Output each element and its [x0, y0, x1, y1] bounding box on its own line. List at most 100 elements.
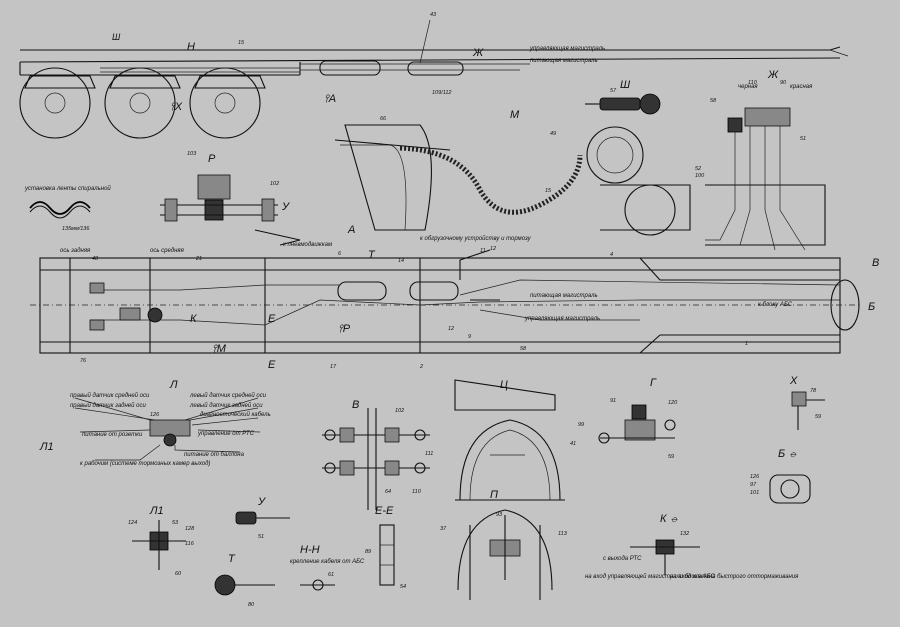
callout-99: 99 — [578, 422, 584, 428]
callout-51: 51 — [258, 534, 264, 540]
view-k: К ⦵ 132 с выхода РТС на вход управляющей… — [585, 513, 799, 580]
callout-12: 12 — [448, 326, 454, 332]
callout-124: 124 — [128, 520, 137, 526]
section-label-ee: Е-Е — [375, 505, 394, 517]
plan-view-frame: В Б А Т К Е Е ⫯Р ⫯М питающая магистраль … — [30, 224, 879, 371]
callout-113: 113 — [558, 531, 568, 537]
note-right-sensor-rear: правый датчик задней оси — [70, 402, 146, 409]
note-supply-line: питающая магистраль — [530, 293, 598, 299]
callout-14: 14 — [398, 258, 404, 264]
view-m: М 66 15 49 — [334, 109, 691, 236]
view-kh: Х 78 59 — [789, 375, 825, 430]
section-label-kh: Х — [789, 375, 798, 387]
callout-59-kh: 59 — [815, 414, 821, 420]
note-top-supply-line: питающая магистраль — [530, 58, 598, 64]
view-nn: Н-Н крепление кабеля от АБС 61 — [290, 544, 365, 591]
section-label-b: Б — [868, 301, 875, 313]
section-label-a: А — [347, 224, 355, 236]
callout-48: 48 — [92, 256, 99, 262]
callout-6: 6 — [338, 251, 342, 257]
callout-78: 78 — [810, 388, 817, 394]
section-label-nn: Н-Н — [300, 544, 320, 556]
callout-128: 128 — [185, 526, 195, 532]
view-sh: Ш 57 — [585, 79, 661, 115]
callout-2: 2 — [419, 364, 423, 370]
callout-100: 100 — [695, 173, 705, 179]
section-label-e2: Е — [268, 359, 276, 371]
note-left-sensor-middle: левый датчик средней оси — [189, 392, 267, 399]
note-spiral-size: 135мм/136 — [62, 226, 90, 232]
callout-49: 49 — [550, 131, 556, 137]
view-g: Г 91 120 59 — [598, 377, 678, 460]
note-power-tank: питание от баллона — [184, 452, 245, 458]
spiral-tape: установка ленты спиральной 135мм/136 — [24, 185, 111, 232]
note-top-control-line: управляющая магистраль — [529, 46, 605, 52]
section-label-e: Е — [268, 313, 276, 325]
view-zh: Ж черная красная 110 90 52 100 58 51 — [695, 69, 826, 251]
callout-126-b: 126 — [750, 474, 760, 480]
view-t: Т 80 — [214, 553, 275, 608]
section-label-v: В — [872, 257, 879, 269]
note-power-socket: питание от розетки — [82, 432, 143, 438]
callout-89: 89 — [365, 549, 371, 555]
note-rear-axle: ось задняя — [60, 248, 91, 254]
callout-102: 102 — [270, 181, 279, 187]
view-ee: Е-Е 89 54 — [365, 505, 406, 590]
callout-57: 57 — [610, 88, 617, 94]
view-p: П 93 113 37 — [440, 489, 568, 600]
callout-51-zh: 51 — [800, 136, 806, 142]
section-label-l1: Л1 — [149, 505, 164, 517]
callout-21: 21 — [195, 256, 202, 262]
section-label-sh: Ш — [112, 32, 121, 42]
section-label-p: П — [490, 489, 498, 501]
note-to-pneumo: к пневмодвижкам — [283, 242, 332, 248]
callout-126-l: 126 — [150, 412, 160, 418]
callout-97: 97 — [750, 482, 757, 488]
section-label-l1-small: Л1 — [39, 441, 54, 453]
callout-132: 132 — [680, 531, 689, 537]
note-to-quick-release: на вход клапана быстрого оттормаживания — [670, 574, 799, 580]
section-label-t-detail: Т — [228, 553, 236, 565]
callout-90: 90 — [780, 80, 787, 86]
note-from-rtc-output: с выхода РТС — [603, 556, 642, 562]
callout-59: 59 — [668, 454, 674, 460]
callout-60: 60 — [175, 571, 182, 577]
section-label-u: У — [257, 496, 266, 508]
note-spiral-tape: установка ленты спиральной — [24, 185, 111, 192]
callout-116: 116 — [185, 541, 195, 547]
view-u: У 51 — [235, 496, 290, 540]
section-label-b-detail: Б ⦵ — [778, 448, 797, 460]
section-label-t: Т — [368, 249, 376, 261]
section-label-m-plan: ⫯М — [212, 343, 227, 355]
callout-17: 17 — [330, 364, 337, 370]
note-right-sensor-middle: правый датчик средней оси — [70, 392, 150, 399]
callout-41: 41 — [570, 441, 576, 447]
note-control-rtc: управление от РТС — [197, 431, 255, 437]
note-to-working: к рабочим (системе тормозных камер выход… — [80, 461, 210, 467]
note-to-unloading: к обгрузочному устройству и тормозу — [420, 235, 532, 242]
section-label-k: К — [190, 313, 197, 325]
callout-111: 111 — [425, 451, 433, 457]
note-abs-cable-mount: крепление кабеля от АБС — [290, 559, 365, 565]
note-diag-cable: диагностический кабель — [200, 411, 271, 418]
side-view-trailer: 43 109/112 Н Ш Ж ⫯А ⫯Х 15 управляющая ма… — [19, 12, 849, 139]
callout-91: 91 — [610, 398, 616, 404]
callout-15-m: 15 — [545, 188, 552, 194]
note-middle-axle: ось средняя — [150, 248, 185, 254]
callout-93: 93 — [496, 512, 503, 518]
section-label-x-top: ⫯Х — [170, 101, 183, 113]
section-label-h: Н — [187, 41, 195, 53]
callout-58-zh: 58 — [710, 98, 717, 104]
section-label-l: Л — [169, 379, 178, 391]
callout-58: 58 — [520, 346, 527, 352]
callout-11: 11 — [480, 248, 486, 254]
section-label-r-plan: ⫯Р — [338, 323, 351, 335]
callout-52: 52 — [695, 166, 701, 172]
callout-76: 76 — [80, 358, 87, 364]
callout-4: 4 — [610, 252, 613, 258]
view-l: Л правый датчик средней оси правый датчи… — [39, 379, 271, 467]
callout-120: 120 — [668, 400, 678, 406]
callout-80: 80 — [248, 602, 255, 608]
callout-101: 101 — [750, 490, 759, 496]
